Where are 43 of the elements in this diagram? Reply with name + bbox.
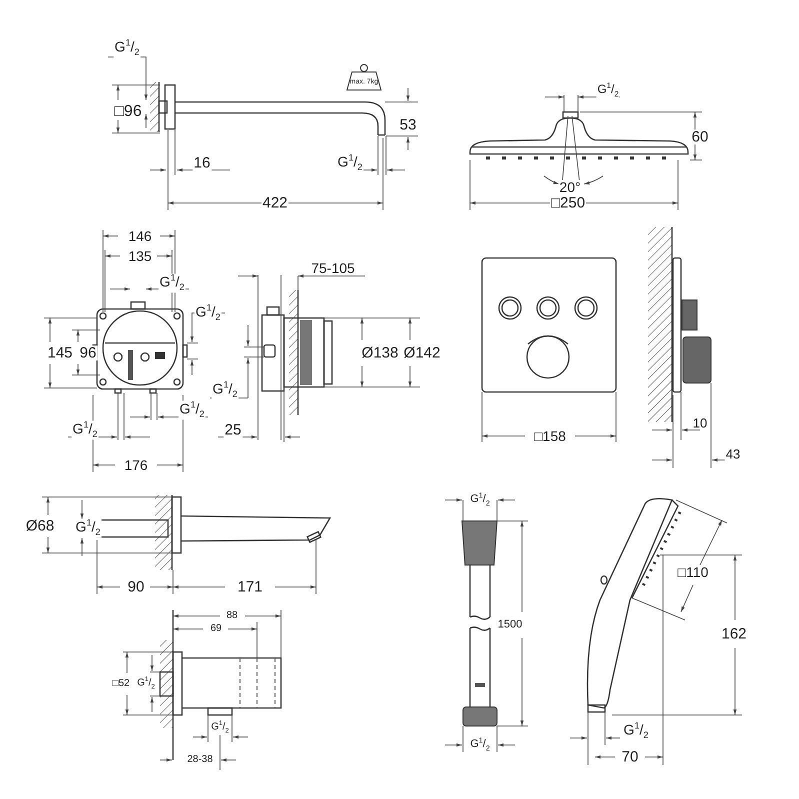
dimension-label: G$^{1}$/$_{2}$ [469,492,491,508]
dimension-label: □158 [533,429,567,443]
dimension-label: G$^{1}$/$_{2}$ [178,400,206,420]
dimension-label: G$^{1}$/$_{2}$ [469,738,491,752]
dimension-label: G$^{1}$/$_{2}$ [136,677,156,691]
dimension-label: 90 [126,580,146,594]
dimension-label: 16 [192,156,212,170]
dimension-label: 135 [127,249,153,263]
dimension-label: □110 [676,565,710,579]
dimension-label: 176 [123,458,149,472]
dimension-label: G$^{1}$/$_{2}$ [194,304,222,322]
dimension-label: 70 [620,750,640,764]
dimension-label: 53 [398,118,418,132]
dimension-label: G$^{1}$/$_{2}$ [596,82,620,98]
dimension-label: G$^{1}$/$_{2}$ [72,420,98,440]
dimension-label: G$^{1}$/$_{2}$ [336,154,364,172]
dimension-label: 145 [46,346,74,360]
dimension-label: 20° [558,180,582,194]
dimension-label: 422 [261,196,289,210]
dimension-label: 171 [236,580,264,594]
dimension-label: G$^{1}$/$_{2}$ [622,722,650,740]
dimension-label: G$^{1}$/$_{2}$ [114,38,140,58]
dimension-label: 75-105 [310,261,356,275]
dimension-label: 96 [78,346,98,360]
dimension-label: 162 [720,626,748,642]
dimension-label: 1500 [496,620,524,630]
dimension-label: 10 [692,416,708,430]
dimension-label: G$^{1}$/$_{2}$ [212,380,238,400]
dimension-label: 60 [690,130,710,144]
dimension-label: G$^{1}$/$_{2}$ [74,518,102,538]
dimension-label: 88 [225,611,239,621]
dimension-label: G$^{1}$/$_{2}$ [158,274,186,292]
dimension-label: □52 [111,679,131,689]
dimension-label: Ø68 [24,518,56,534]
dimension-label: 146 [127,229,153,243]
dimension-label: Ø142 [402,346,442,360]
dimension-label: G$^{1}$/$_{2}$ [210,721,230,735]
dimension-label: Ø138 [360,346,400,360]
dimension-label: □250 [550,196,586,210]
dimension-label: 28-38 [186,755,214,765]
dimension-label: 69 [209,624,223,634]
dimension-label: 43 [724,448,742,460]
dimension-label: 25 [224,422,242,438]
